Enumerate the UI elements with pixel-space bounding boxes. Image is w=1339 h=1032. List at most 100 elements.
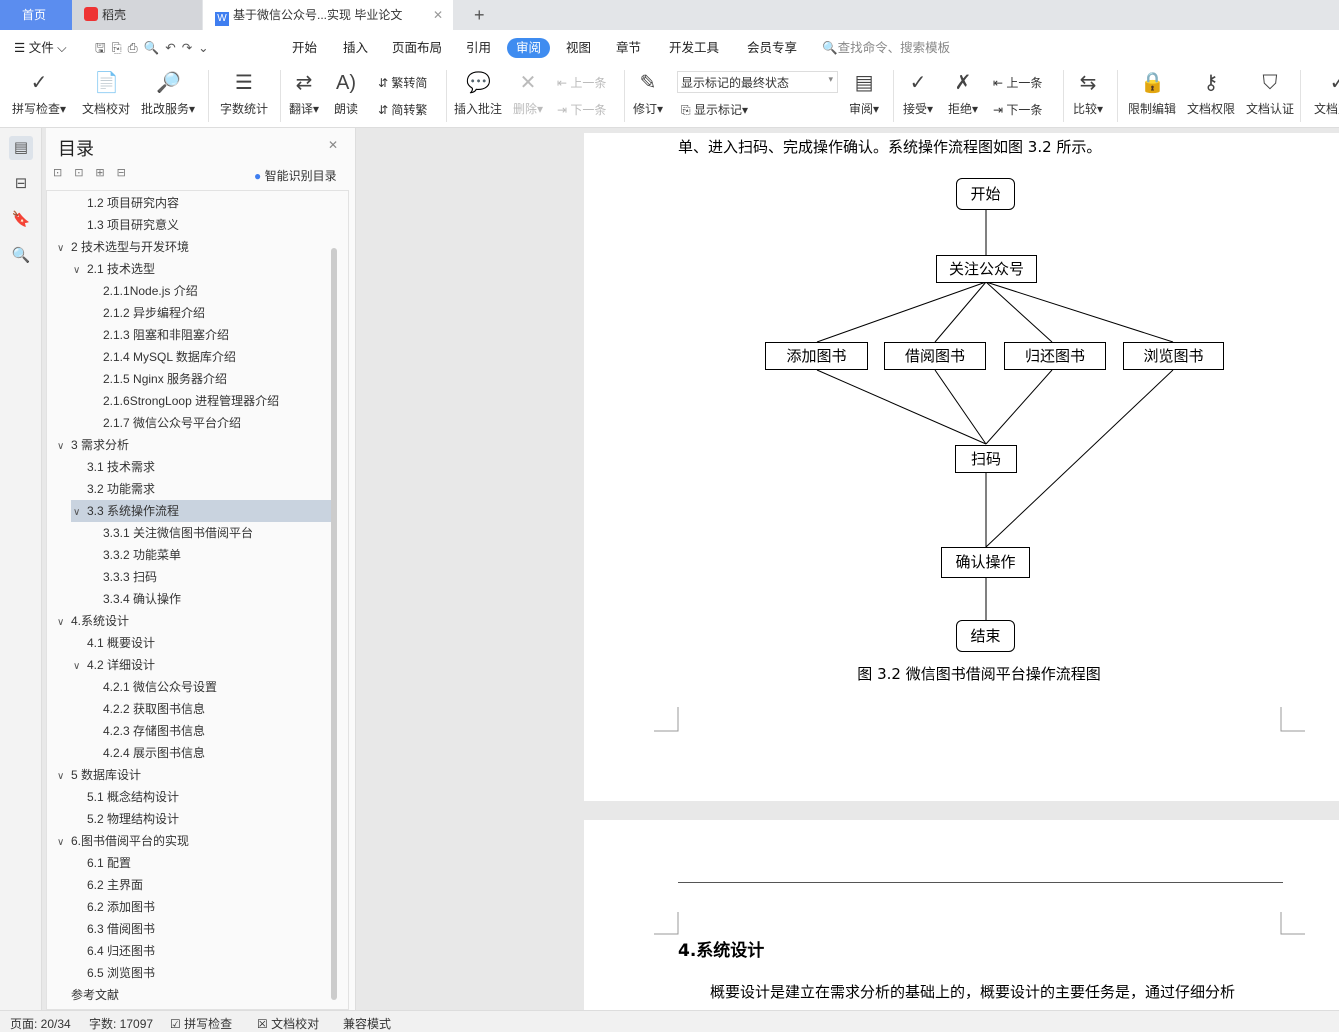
status-proofread[interactable]: ☒ 文档校对 [257,1017,320,1031]
toc-item[interactable]: ∨4.系统设计 [57,610,331,632]
toc-item[interactable]: 3.3.4 确认操作 [71,588,331,610]
file-menu[interactable]: ☰ 文件 ⌵ [14,41,67,55]
reject-button[interactable]: ✗拒绝▾ [948,72,979,116]
word-count[interactable]: 字数: 17097 [89,1017,154,1031]
spell-check-button[interactable]: ✓拼写检查▾ [12,72,67,116]
markup-state-select[interactable]: 显示标记的最终状态▾ [677,71,838,93]
menu-tab-7[interactable]: 开发工具 [669,41,720,55]
toc-item[interactable]: 3.1 技术需求 [71,456,331,478]
smart-toc-button[interactable]: ● 智能识别目录 [254,167,337,184]
menu-tab-1[interactable]: 插入 [343,41,369,55]
document-certify-button[interactable]: ⛉文档认证 [1246,70,1294,117]
toc-item[interactable]: 2.1.4 MySQL 数据库介绍 [71,346,331,368]
chevron-down-icon[interactable]: ∨ [57,771,65,782]
simplified-to-traditional-button[interactable]: ⇵ 简转繁 [378,103,428,117]
toc-item[interactable]: 3.3.3 扫码 [71,566,331,588]
compare-button[interactable]: ⇆比较▾ [1073,72,1104,116]
toc-item[interactable]: 参考文献 [71,984,331,1006]
next-change-button[interactable]: ⇥ 下一条 [993,103,1043,117]
toc-item[interactable]: 4.1 概要设计 [71,632,331,654]
toc-item[interactable]: 4.2.1 微信公众号设置 [71,676,331,698]
toc-expand-controls[interactable]: ⊡⊡⊞⊟ [53,167,138,179]
chevron-down-icon[interactable]: ∨ [73,265,81,276]
status-spell-check[interactable]: ☑ 拼写检查 [170,1017,233,1031]
new-tab-button[interactable]: + [474,5,485,25]
toc-item[interactable]: 4.2.4 展示图书信息 [71,742,331,764]
prev-comment-button[interactable]: ⇤ 上一条 [557,76,607,90]
traditional-to-simplified-button[interactable]: ⇵ 繁转简 [378,76,428,90]
toc-item[interactable]: 6.2 添加图书 [71,896,331,918]
toc-item[interactable]: 2.1.1Node.js 介绍 [71,280,331,302]
next-comment-button[interactable]: ⇥ 下一条 [557,103,607,117]
restrict-editing-button[interactable]: 🔒限制编辑 [1128,70,1176,117]
track-changes-button[interactable]: ✎修订▾ [633,72,664,116]
toc-item[interactable]: 6.2 主界面 [71,874,331,896]
translate-button[interactable]: ⇄翻译▾ [289,72,320,116]
menu-tab-3[interactable]: 引用 [466,41,492,55]
toc-panel-icon[interactable]: ▤ [9,136,33,160]
chapter-nav-icon[interactable]: ⊟ [14,175,28,192]
toc-item[interactable]: 1.3 项目研究意义 [71,214,331,236]
toc-item[interactable]: ∨6.图书借阅平台的实现 [57,830,331,852]
toc-item[interactable]: ∨4.2 详细设计 [71,654,331,676]
delete-comment-button[interactable]: ✕删除▾ [513,72,544,116]
toc-item[interactable]: 2.1.6StrongLoop 进程管理器介绍 [71,390,331,412]
insert-comment-button[interactable]: 💬插入批注 [454,70,502,117]
tab-home[interactable]: 首页 [0,0,72,30]
toc-scrollbar[interactable] [331,248,337,1000]
read-aloud-button[interactable]: A)朗读 [334,70,358,117]
menu-tab-2[interactable]: 页面布局 [392,41,443,55]
tab-daoke[interactable]: 稻壳 [72,0,202,30]
page-indicator[interactable]: 页面: 20/34 [10,1017,71,1031]
toc-item[interactable]: ∨3 需求分析 [57,434,331,456]
toc-item[interactable]: 4.2.2 获取图书信息 [71,698,331,720]
document-finalize-button[interactable]: ✓文档定稿 [1308,70,1339,117]
prev-change-button[interactable]: ⇤ 上一条 [993,76,1043,90]
toc-item[interactable]: 6.3 借阅图书 [71,918,331,940]
menu-tab-5[interactable]: 视图 [566,41,592,55]
toc-item[interactable]: 4.2.3 存储图书信息 [71,720,331,742]
correction-service-button[interactable]: 🔎批改服务▾ [141,72,196,116]
toc-item[interactable]: 1.2 项目研究内容 [71,192,331,214]
toc-item[interactable]: ∨2 技术选型与开发环境 [57,236,331,258]
toc-item[interactable]: 6.4 归还图书 [71,940,331,962]
label: 拼写检查 [184,1017,233,1031]
toc-item[interactable]: 2.1.3 阻塞和非阻塞介绍 [71,324,331,346]
close-icon[interactable]: ✕ [328,138,339,152]
show-markup-button[interactable]: ⎘ 显示标记▾ [681,103,748,117]
bookmark-icon[interactable]: 🔖 [11,211,31,228]
chevron-down-icon[interactable]: ∨ [57,837,65,848]
chevron-down-icon[interactable]: ∨ [73,661,81,672]
accept-button[interactable]: ✓接受▾ [903,72,934,116]
menu-tab-4[interactable]: 审阅 [507,38,551,58]
toc-item[interactable]: 3.3.1 关注微信图书借阅平台 [71,522,331,544]
quick-access-toolbar[interactable]: 🖫⎘⎙🔍↶↷⌄ [95,41,215,55]
toc-item[interactable]: 5.1 概念结构设计 [71,786,331,808]
toc-item[interactable]: 6.5 浏览图书 [71,962,331,984]
toc-item[interactable]: 2.1.7 微信公众号平台介绍 [71,412,331,434]
document-permission-button[interactable]: ⚷文档权限 [1187,70,1235,117]
chevron-down-icon[interactable]: ∨ [57,617,65,628]
toc-item[interactable]: 5.2 物理结构设计 [71,808,331,830]
review-pane-button[interactable]: ▤审阅▾ [849,72,880,116]
toc-item[interactable]: 6.1 配置 [71,852,331,874]
chevron-down-icon[interactable]: ∨ [73,507,81,518]
chevron-down-icon[interactable]: ∨ [57,243,65,254]
close-icon[interactable]: ✕ [432,8,443,22]
search-command[interactable]: 🔍查找命令、搜索模板 [822,41,951,55]
word-count-button[interactable]: ☰字数统计 [220,70,268,117]
toc-item[interactable]: 2.1.5 Nginx 服务器介绍 [71,368,331,390]
proofread-button[interactable]: 📄文档校对 [82,70,130,117]
toc-item[interactable]: ∨2.1 技术选型 [71,258,331,280]
toc-item[interactable]: 3.3.2 功能菜单 [71,544,331,566]
menu-tab-0[interactable]: 开始 [292,41,318,55]
search-icon[interactable]: 🔍 [11,247,31,264]
toc-item[interactable]: 2.1.2 异步编程介绍 [71,302,331,324]
menu-tab-8[interactable]: 会员专享 [747,41,798,55]
toc-item[interactable]: 3.2 功能需求 [71,478,331,500]
toc-item[interactable]: ∨5 数据库设计 [57,764,331,786]
menu-tab-6[interactable]: 章节 [616,41,642,55]
toc-item[interactable]: ∨3.3 系统操作流程 [71,500,331,522]
chevron-down-icon[interactable]: ∨ [57,441,65,452]
